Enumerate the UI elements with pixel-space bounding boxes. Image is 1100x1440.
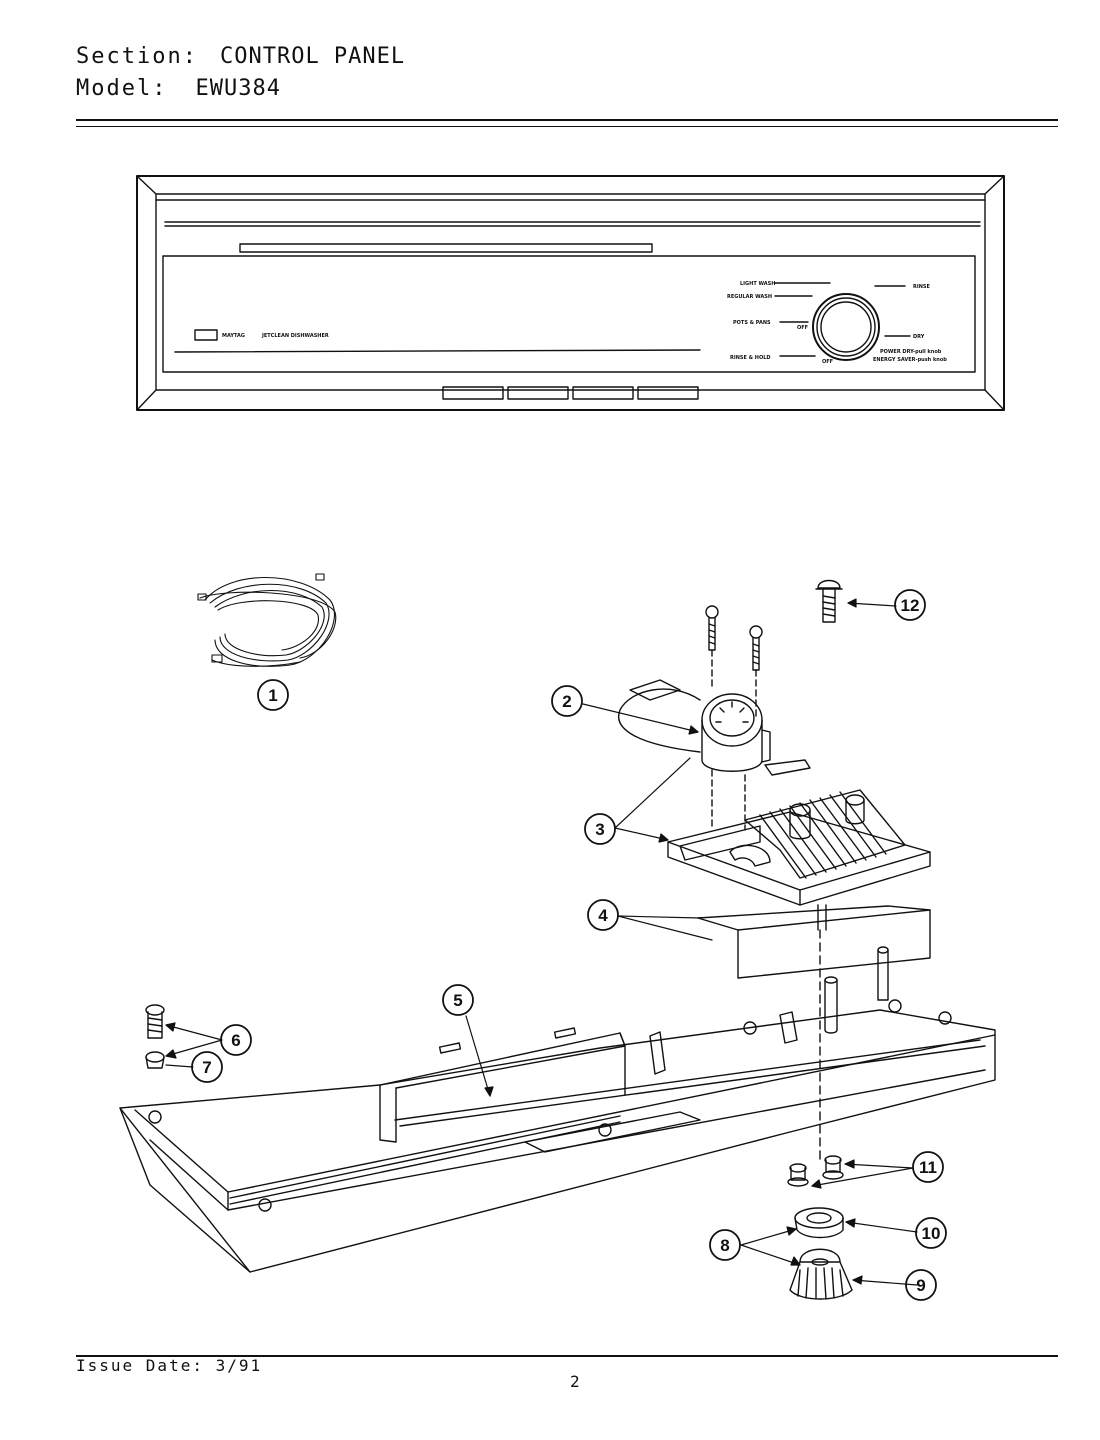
callout-12: 12 (894, 589, 926, 621)
svg-text:1: 1 (268, 686, 277, 705)
callout-7: 7 (191, 1051, 223, 1083)
screw-and-cap (145, 1004, 165, 1069)
header-rule-top (76, 119, 1058, 121)
svg-text:12: 12 (901, 596, 920, 615)
shield (697, 905, 931, 979)
cycle-regular-wash: REGULAR WASH (727, 294, 772, 300)
svg-text:2: 2 (562, 692, 571, 711)
timer-board (667, 789, 931, 931)
cycle-off-bottom: OFF (822, 359, 833, 365)
issue-date: Issue Date: 3/91 (76, 1356, 263, 1375)
callout-11: 11 (912, 1151, 944, 1183)
knob-assembly (787, 1155, 853, 1300)
model-label: Model: (76, 76, 168, 101)
svg-text:7: 7 (202, 1058, 211, 1077)
callout-10: 10 (915, 1217, 947, 1249)
svg-text:9: 9 (916, 1276, 925, 1295)
svg-text:6: 6 (231, 1031, 240, 1050)
screw-12 (815, 579, 843, 623)
panel-body (119, 929, 996, 1273)
model-heading: Model: EWU384 (76, 76, 281, 101)
svg-text:11: 11 (919, 1158, 937, 1177)
callout-8: 8 (709, 1229, 741, 1261)
model-value: EWU384 (195, 76, 281, 101)
callout-9: 9 (905, 1269, 937, 1301)
section-value: CONTROL PANEL (219, 44, 406, 69)
callout-6: 6 (220, 1024, 252, 1056)
svg-text:10: 10 (922, 1224, 941, 1243)
front-panel-view: MAYTAG JETCLEAN DISHWASHER LIGHT WASH RE… (136, 175, 1005, 411)
svg-text:5: 5 (453, 991, 462, 1010)
callout-5: 5 (442, 984, 474, 1016)
cycle-rinse-hold: RINSE & HOLD (730, 355, 771, 361)
callout-4: 4 (587, 899, 619, 931)
page-number: 2 (570, 1372, 580, 1391)
callout-3: 3 (584, 813, 616, 845)
svg-text:4: 4 (598, 906, 608, 925)
panel-brand: MAYTAG (222, 333, 245, 339)
section-label: Section: (76, 44, 198, 69)
cycle-rinse: RINSE (913, 284, 930, 290)
footer-rule (76, 1355, 1058, 1357)
callout-2: 2 (551, 685, 583, 717)
callout-markers: 1 2 3 4 5 6 7 8 9 10 11 12 (191, 589, 947, 1301)
power-dry-note: POWER DRY-pull knob (880, 349, 942, 355)
cycle-off-left: OFF (797, 325, 808, 331)
header-rule-bottom (76, 126, 1058, 127)
section-heading: Section: CONTROL PANEL (76, 44, 405, 69)
wire-harness (197, 573, 337, 667)
timer-motor (618, 679, 811, 831)
cycle-light-wash: LIGHT WASH (740, 281, 775, 287)
cycle-pots-pans: POTS & PANS (733, 320, 771, 326)
panel-product-name: JETCLEAN DISHWASHER (261, 333, 329, 339)
timer-mount-screws (705, 605, 763, 721)
cycle-dry: DRY (913, 334, 925, 340)
energy-saver-note: ENERGY SAVER-push knob (873, 357, 947, 363)
svg-text:3: 3 (595, 820, 604, 839)
callout-1: 1 (257, 679, 289, 711)
svg-text:8: 8 (720, 1236, 729, 1255)
